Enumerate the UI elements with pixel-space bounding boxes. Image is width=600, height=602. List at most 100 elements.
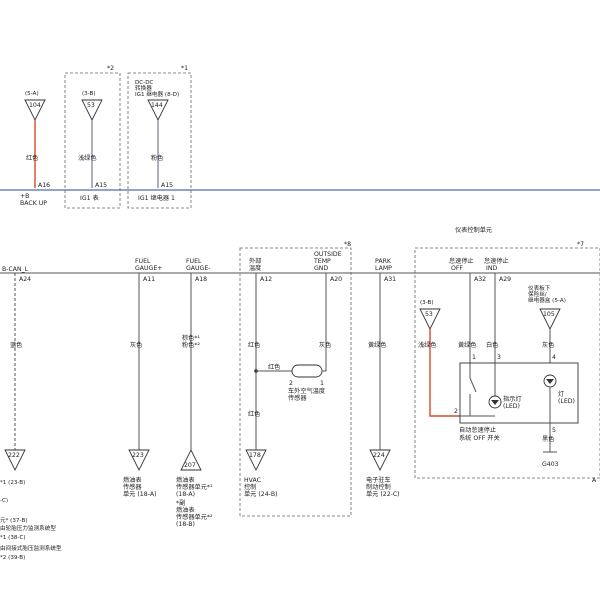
fuel-plus-label-2: GAUGE+ xyxy=(135,265,162,272)
ground-wire-color: 黑色 xyxy=(542,435,554,443)
bottom-207-line-2: (18-A) xyxy=(176,491,195,498)
bottom-178-line-2: 单元 (24-B) xyxy=(244,490,278,498)
bottom-207-line-4: 燃油表 xyxy=(176,506,195,514)
bcan-wire-color: 蓝色 xyxy=(10,341,22,349)
bottom-tri-222 xyxy=(4,449,26,472)
top-conn-3-code-1: DC-DC xyxy=(135,80,154,86)
temp-wire-c: 红色 xyxy=(248,410,260,418)
bottom-pin-222: 222 xyxy=(8,452,20,459)
bottom-207-line-1: 传感器单元*¹ xyxy=(176,483,213,491)
outside-gnd-label-1: OUTSIDE xyxy=(314,251,342,258)
bottom-pin-178: 178 xyxy=(249,452,261,459)
top-conn-3-triangle xyxy=(147,99,169,122)
top-conn-1-pin: 104 xyxy=(29,102,41,109)
fuel-minus-wire-color-1: 棕色*¹ xyxy=(182,334,200,342)
bcan-pin: A24 xyxy=(19,276,31,283)
top-conn-2-pin: 53 xyxy=(87,102,95,109)
bottom-222-line-1: -C) xyxy=(0,498,8,504)
switch-conn-triangle xyxy=(419,308,441,331)
indicator-label-1: 指示灯 xyxy=(503,395,522,403)
ig1-meter-dashed-box xyxy=(64,72,121,209)
idle-ind-label-2: IND xyxy=(486,265,497,272)
bottom-223-line-1: 传感器 xyxy=(123,483,142,491)
fuel-minus-wire-color-2: 粉色*² xyxy=(182,341,200,349)
misc-a: A xyxy=(592,477,597,484)
outside-temp-label-1: 外部 xyxy=(249,257,261,265)
bottom-222-line-5: 由间接式胎压监测系统型 xyxy=(0,544,62,552)
top-term-1: A16 xyxy=(38,182,50,189)
dash-conn-triangle xyxy=(539,308,561,331)
bottom-pin-207: 207 xyxy=(184,462,196,469)
switch-p1: 1 xyxy=(472,354,476,361)
top-term-2: A15 xyxy=(95,182,107,189)
top-wire-1-color: 红色 xyxy=(26,154,38,162)
park-pin: A31 xyxy=(384,276,396,283)
top-conn-3-pin: 144 xyxy=(151,102,163,109)
switch-p3: 3 xyxy=(497,354,501,361)
hvac-dashed-box xyxy=(239,247,352,517)
idle-ind-pin: A29 xyxy=(499,276,511,283)
bottom-tri-207 xyxy=(180,448,202,471)
switch-name-1: 自动怠速停止 xyxy=(459,426,496,434)
dash-conn-pin: 105 xyxy=(543,311,555,318)
bottom-207-line-0: 燃油表 xyxy=(176,476,195,484)
fuel-minus-label-2: GAUGE- xyxy=(186,265,211,272)
idle-ind-label-1: 怠速停止 xyxy=(484,257,509,265)
idle-off-label-2: OFF xyxy=(451,265,463,272)
outside-temp-sensor xyxy=(291,364,323,378)
top-wire-2-color: 浅绿色 xyxy=(78,154,97,162)
switch-p5: 5 xyxy=(552,427,556,434)
note-2: *2 xyxy=(107,65,114,72)
bottom-tri-178 xyxy=(245,449,267,472)
bottom-labels-223: 燃油表 传感器 单元 (18-A) xyxy=(123,476,157,498)
bottom-223-line-2: 单元 (18-A) xyxy=(123,490,157,498)
outside-gnd-label-3: GND xyxy=(314,265,328,272)
bottom-207-line-5: 传感器单元*² xyxy=(176,513,213,521)
top-conn-1-code: (5-A) xyxy=(25,91,39,97)
bottom-223-line-0: 燃油表 xyxy=(123,476,142,484)
sensor-label-2: 传感器 xyxy=(288,394,307,402)
idle-stop-switch-box xyxy=(459,362,579,424)
lamp-wire-color: 灰色 xyxy=(542,341,554,349)
bottom-222-line-0: *1 (23-B) xyxy=(0,480,25,486)
bottom-labels-178: HVAC 控制 单元 (24-B) xyxy=(244,477,278,498)
idle-off-pin: A32 xyxy=(474,276,486,283)
switch-contact-blade xyxy=(469,377,477,393)
ig1-relay-dashed-box xyxy=(127,72,192,209)
unit-title: 仪表控制单元 xyxy=(455,226,492,234)
top-label-1a: +B xyxy=(20,193,29,200)
temp-wire-a: 红色 xyxy=(248,341,260,349)
top-wire-3-color: 粉色 xyxy=(151,154,163,162)
park-label-1: PARK xyxy=(375,258,392,265)
sensor-pin-b: 1 xyxy=(320,380,324,387)
top-conn-1-triangle xyxy=(24,99,46,122)
sensor-label-1: 车外空气温度 xyxy=(288,387,325,395)
switch-dashed-box xyxy=(414,247,600,479)
fuel-plus-pin: A11 xyxy=(143,276,155,283)
switch-red-wire xyxy=(429,329,460,417)
ground-label: G403 xyxy=(542,461,559,468)
dash-conn-label-1: 仪表板下 xyxy=(528,284,551,292)
idle-ind-wire-color: 白色 xyxy=(486,341,498,349)
top-conn-3-code-2: 转换器 xyxy=(135,84,152,92)
bottom-222-line-4: *1 (38-C) xyxy=(0,535,26,541)
fuel-minus-pin: A18 xyxy=(195,276,207,283)
outside-temp-pin: A12 xyxy=(260,276,272,283)
switch-conn-pin: 53 xyxy=(425,311,433,318)
switch-conn-code: (3-B) xyxy=(420,300,434,306)
bottom-224-line-1: 制动控制 xyxy=(366,483,391,491)
lamp-label-1: 灯 xyxy=(558,390,564,398)
bottom-207-line-6: (18-B) xyxy=(176,521,195,528)
bottom-222-line-2: 元* (37-B) xyxy=(0,517,28,524)
idle-off-wire-color: 黄绿色 xyxy=(458,341,477,349)
bottom-labels-224: 电子驻车 制动控制 单元 (22-C) xyxy=(366,476,400,498)
top-conn-2-code: (3-B) xyxy=(82,91,96,97)
indicator-diode-icon xyxy=(491,400,499,405)
lamp-diode-icon xyxy=(546,379,554,384)
top-label-1b: BACK UP xyxy=(20,200,47,207)
outside-gnd-label-2: TEMP xyxy=(313,258,331,265)
top-label-3a: IG1 继电器 1 xyxy=(138,194,175,202)
idle-off-label-1: 怠速停止 xyxy=(449,257,474,265)
fuel-plus-wire-color: 灰色 xyxy=(130,341,142,349)
